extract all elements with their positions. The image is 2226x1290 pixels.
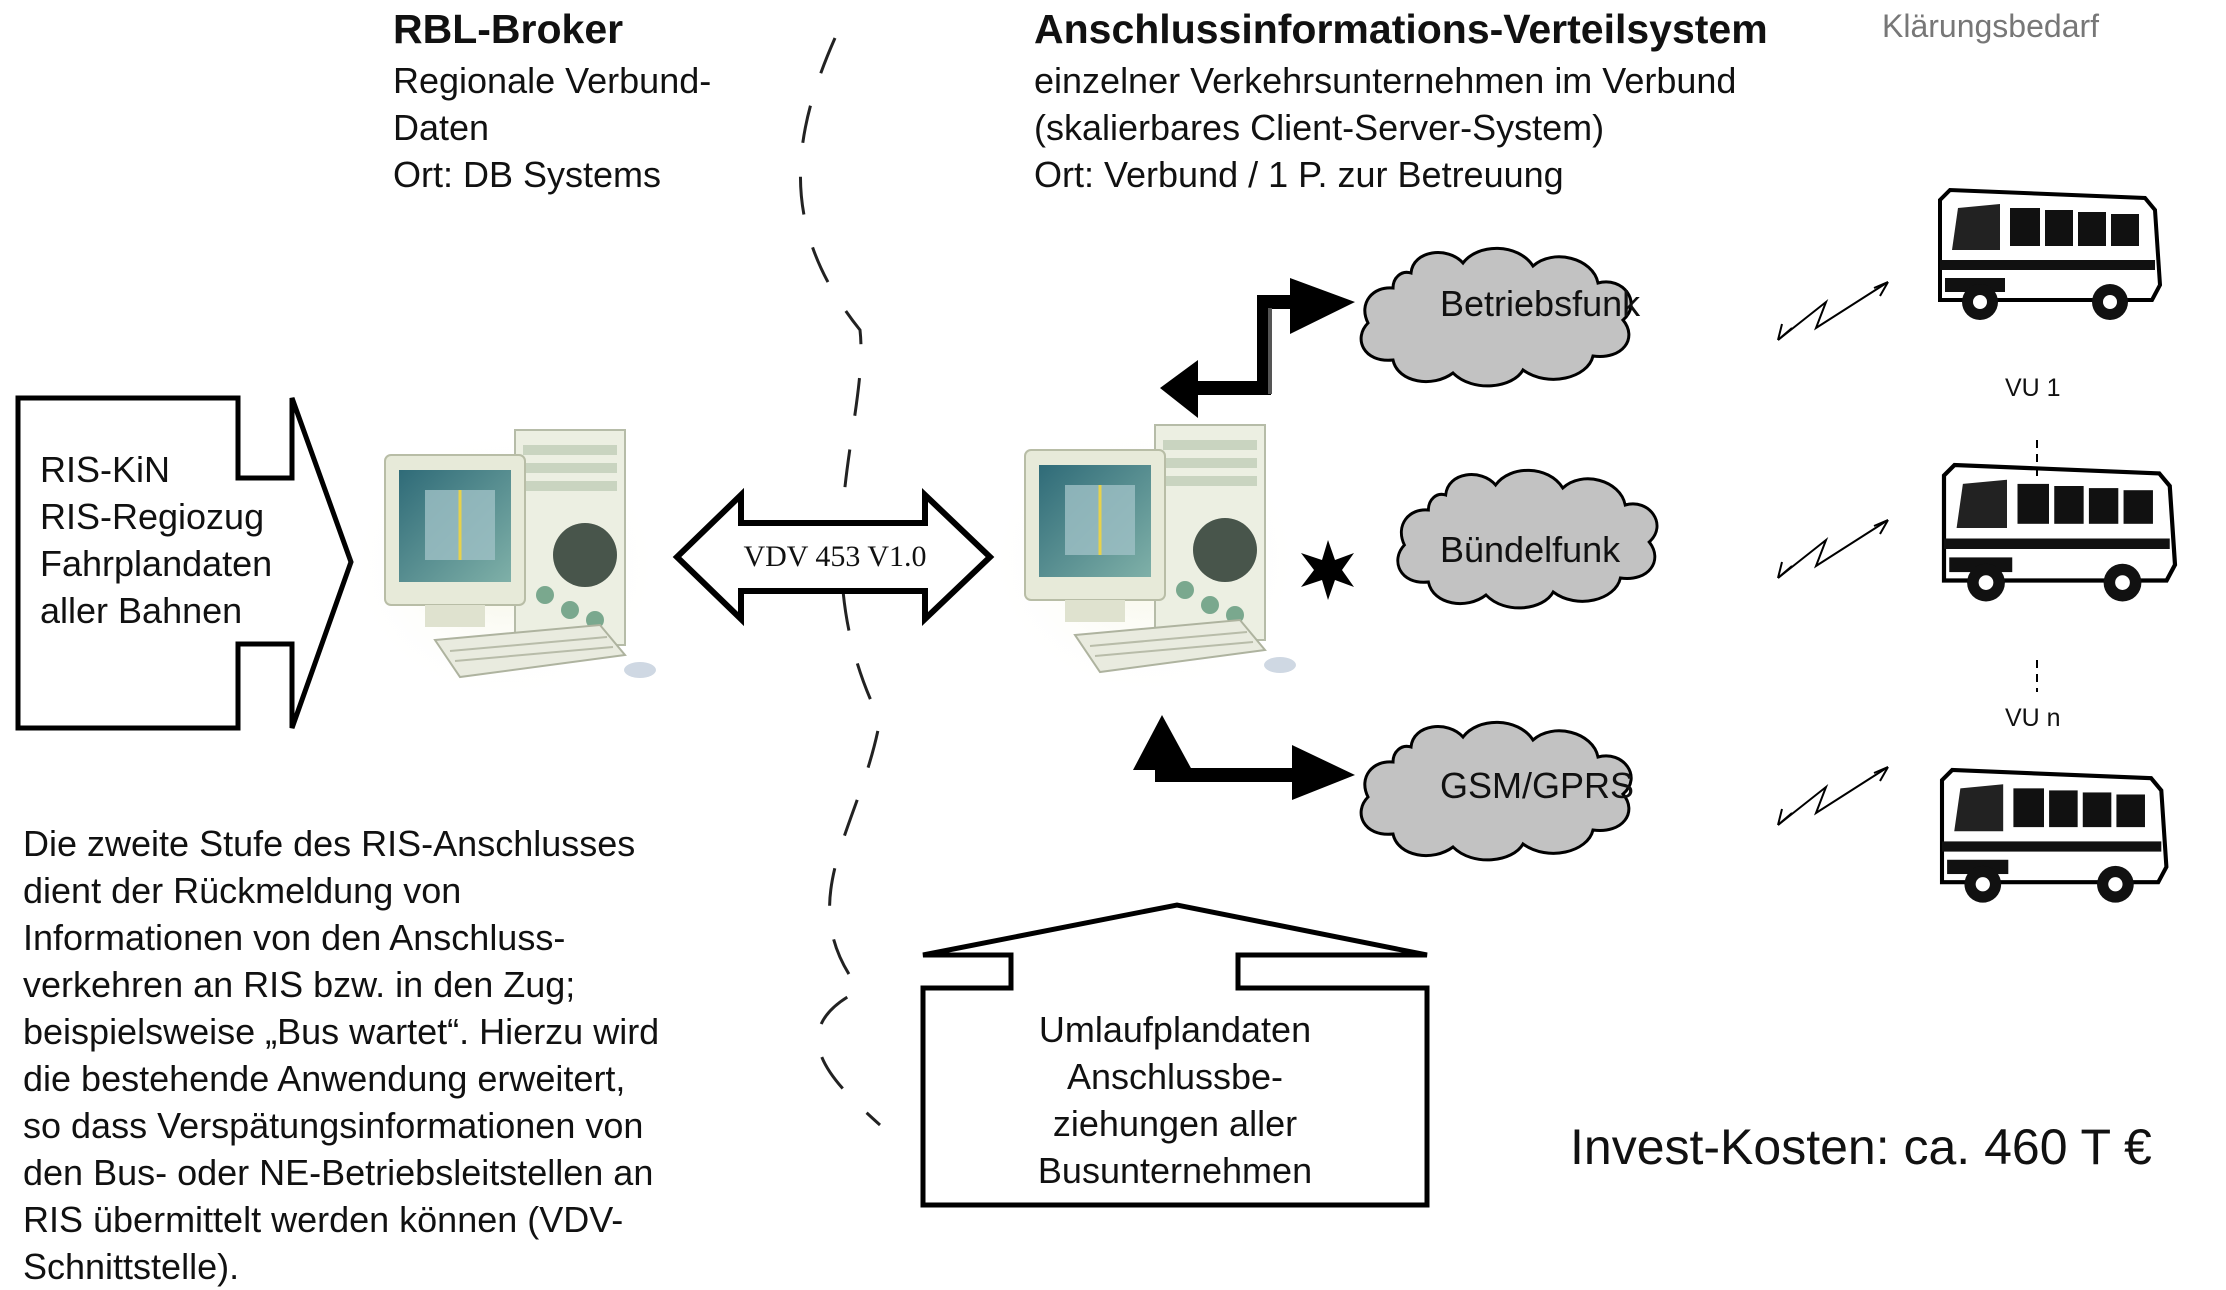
cloud-label-gsm-gprs: GSM/GPRS xyxy=(1440,765,1635,806)
betriebsfunk-connector-arrow xyxy=(1160,278,1355,418)
rbl-broker-computer-icon xyxy=(343,423,667,707)
bus-icon xyxy=(1938,188,2162,322)
invest-costs: Invest-Kosten: ca. 460 T € xyxy=(1570,1119,2152,1175)
distribution-system-block: Anschlussinformations-Verteilsystem einz… xyxy=(1034,6,1768,198)
distribution-system-line: Ort: Verbund / 1 P. zur Betreuung xyxy=(1034,154,1564,195)
gsm-connector-arrow xyxy=(1133,715,1355,800)
buendelfunk-connector-star xyxy=(1301,540,1354,600)
distribution-system-line: (skalierbares Client-Server-System) xyxy=(1034,107,1605,148)
input-block-arrow xyxy=(15,395,354,731)
rbl-broker-line: Daten xyxy=(393,107,490,148)
description-line: beispielsweise „Bus wartet“. Hierzu wird xyxy=(23,1011,660,1052)
bottom-block-arrow xyxy=(920,902,1430,1208)
description-line: RIS übermittelt werden können (VDV- xyxy=(23,1199,624,1240)
bottom-box-line: Anschlussbe- xyxy=(1066,1056,1284,1097)
rbl-broker-line: Regionale Verbund- xyxy=(393,60,712,101)
description-line: dient der Rückmeldung von xyxy=(23,870,462,911)
input-data-line: Fahrplandaten xyxy=(40,543,273,584)
bottom-box-line: Busunternehmen xyxy=(1037,1150,1313,1191)
description-line: verkehren an RIS bzw. in den Zug; xyxy=(23,964,576,1005)
input-data-line: RIS-KiN xyxy=(40,449,171,490)
radio-link-icon xyxy=(1777,766,1889,826)
radio-link-icon xyxy=(1777,281,1889,341)
vehicle-label-last: VU n xyxy=(2005,704,2061,732)
description-line: den Bus- oder NE-Betriebsleitstellen an xyxy=(23,1152,654,1193)
rbl-broker-title: RBL-Broker xyxy=(393,6,624,52)
input-data-line: aller Bahnen xyxy=(40,590,243,631)
cloud-label-buendelfunk: Bündelfunk xyxy=(1440,529,1621,570)
separator-dashed-line xyxy=(798,37,882,1127)
rbl-broker-line: Ort: DB Systems xyxy=(393,154,662,195)
vdv-double-arrow xyxy=(672,487,995,627)
input-data-line: RIS-Regiozug xyxy=(40,496,265,537)
bottom-box-text: Umlaufplandaten Anschlussbe- ziehungen a… xyxy=(925,1006,1425,1194)
bottom-box-line: ziehungen aller xyxy=(1052,1103,1298,1144)
description-line: Schnittstelle). xyxy=(23,1246,240,1287)
distribution-system-line: einzelner Verkehrsunternehmen im Verbund xyxy=(1034,60,1737,101)
input-data-text: RIS-KiN RIS-Regiozug Fahrplandaten aller… xyxy=(40,446,272,634)
description-line: so dass Verspätungsinformationen von xyxy=(23,1105,644,1146)
bus-icon xyxy=(1942,770,2166,903)
cloud-label-betriebsfunk: Betriebsfunk xyxy=(1440,283,1641,324)
clarification-note: Klärungsbedarf xyxy=(1882,8,2100,44)
distribution-system-title: Anschlussinformations-Verteilsystem xyxy=(1034,6,1768,52)
description-line: die bestehende Anwendung erweitert, xyxy=(23,1058,626,1099)
description-line: Die zweite Stufe des RIS-Anschlusses xyxy=(23,823,636,864)
description-line: Informationen von den Anschluss- xyxy=(23,917,566,958)
distribution-computer-icon xyxy=(983,418,1307,702)
bottom-box-line: Umlaufplandaten xyxy=(1038,1009,1312,1050)
radio-link-icon xyxy=(1777,519,1889,579)
bus-icon xyxy=(1944,465,2175,602)
interface-label: VDV 453 V1.0 xyxy=(743,540,927,573)
description-paragraph: Die zweite Stufe des RIS-Anschlusses die… xyxy=(23,820,659,1290)
vehicle-label-first: VU 1 xyxy=(2005,374,2061,402)
rbl-broker-block: RBL-Broker Regionale Verbund- Daten Ort:… xyxy=(393,6,711,198)
